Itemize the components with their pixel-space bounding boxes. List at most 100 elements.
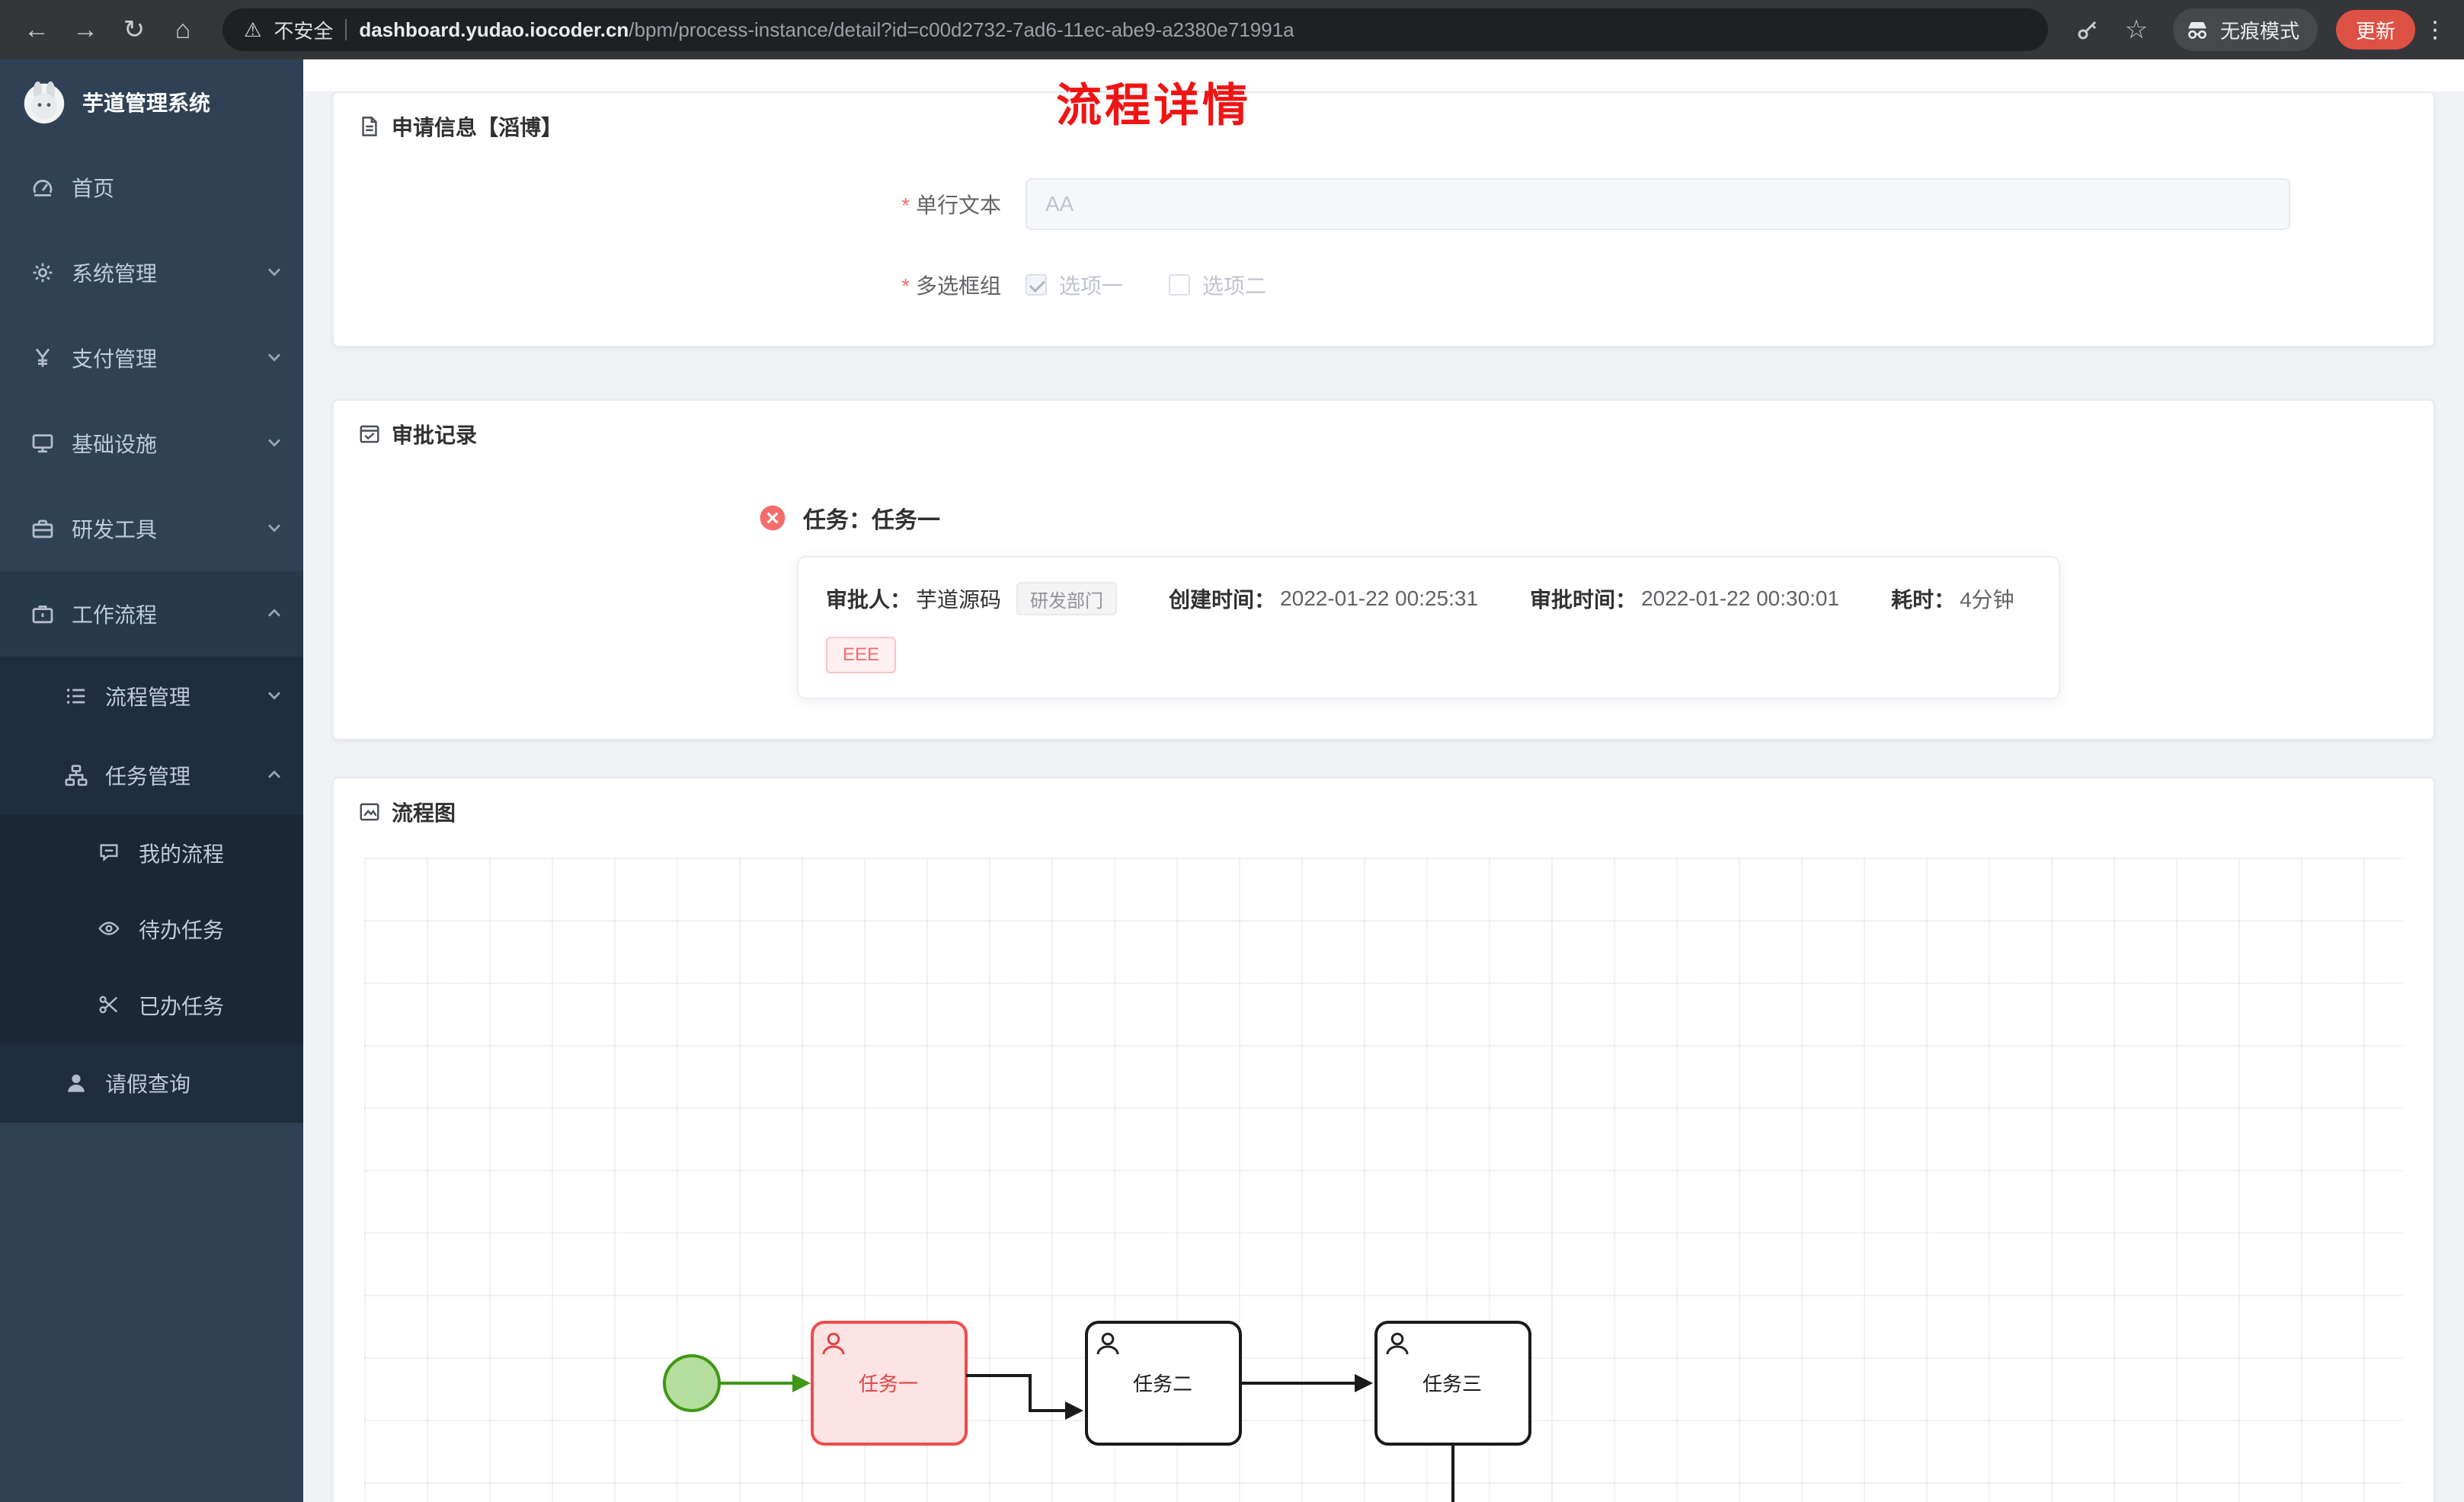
yen-icon — [30, 346, 55, 370]
app-logo-row[interactable]: 芋道管理系统 — [0, 59, 303, 145]
sidebar-item-infra[interactable]: 基础设施 — [0, 401, 303, 486]
dashboard-icon — [30, 175, 55, 200]
sidebar-item-task-mgmt[interactable]: 任务管理 — [0, 736, 303, 815]
user-task-icon — [1386, 1332, 1409, 1355]
main-content: 流程详情 申请信息【滔博】 *单行文本 *多选框组 选项一 — [303, 59, 2464, 1502]
reload-icon[interactable]: ↻ — [123, 15, 146, 44]
bpmn-start-event[interactable] — [663, 1354, 721, 1412]
approve-time-field: 审批时间： 2022-01-22 00:30:01 — [1530, 586, 1840, 612]
warning-icon: ⚠ — [244, 18, 262, 41]
bpmn-flow-task2-task3 — [1240, 1374, 1373, 1392]
sidebar-item-workflow[interactable]: 工作流程 — [0, 571, 303, 657]
bpmn-task-2[interactable]: 任务二 — [1085, 1321, 1242, 1446]
sidebar-item-done-tasks[interactable]: 已办任务 — [0, 967, 303, 1043]
sidebar-item-process-mgmt[interactable]: 流程管理 — [0, 657, 303, 736]
rejected-status-icon — [759, 504, 786, 532]
bpmn-task-1-label: 任务一 — [859, 1373, 918, 1395]
chevron-up-icon — [267, 763, 282, 788]
sidebar-item-my-process[interactable]: 我的流程 — [0, 815, 303, 891]
update-label: 更新 — [2355, 19, 2395, 43]
user-task-icon — [822, 1332, 845, 1355]
sidebar-item-label: 支付管理 — [72, 347, 158, 371]
sidebar-item-label: 已办任务 — [139, 995, 225, 1018]
required-star: * — [901, 193, 910, 217]
sidebar-item-home[interactable]: 首页 — [0, 145, 303, 230]
bpmn-task-3[interactable]: 任务三 — [1374, 1321, 1531, 1446]
sidebar-item-label: 请假查询 — [105, 1072, 191, 1096]
incognito-icon — [2185, 18, 2210, 42]
process-diagram-title: 流程图 — [392, 801, 456, 825]
sidebar-item-payment[interactable]: 支付管理 — [0, 315, 303, 401]
sidebar: 芋道管理系统 首页 系统管理 支付管理 基础设施 研发工具 — [0, 59, 303, 1502]
duration-field: 耗时： 4分钟 — [1891, 583, 2014, 614]
top-strip — [303, 59, 2464, 91]
process-diagram-header: 流程图 — [334, 778, 2434, 845]
menu-dots-icon[interactable]: ⋮ — [2424, 17, 2446, 43]
sidebar-item-devtools[interactable]: 研发工具 — [0, 486, 303, 571]
chevron-down-icon — [267, 431, 282, 455]
form-row-text: *单行文本 — [334, 178, 2434, 230]
sidebar-item-label: 工作流程 — [72, 603, 158, 627]
approval-records-header: 审批记录 — [334, 401, 2434, 468]
sidebar-item-todo-tasks[interactable]: 待办任务 — [0, 891, 303, 967]
chevron-down-icon — [267, 346, 282, 370]
chevron-down-icon — [267, 516, 282, 541]
browser-toolbar: ← → ↻ ⌂ ⚠ 不安全 dashboard.yudao.iocoder.cn… — [0, 0, 2464, 59]
workflow-submenu: 流程管理 任务管理 我的流程 待办任务 已办任务 — [0, 657, 303, 1123]
chevron-down-icon — [267, 684, 282, 708]
approver-name: 芋道源码 — [916, 588, 1002, 612]
sidebar-item-system[interactable]: 系统管理 — [0, 230, 303, 315]
approval-records-card: 审批记录 任务：任务一 审批人： 芋道源码 研发部门 创建时间： — [332, 399, 2435, 740]
app-title: 芋道管理系统 — [82, 91, 211, 115]
scissors-icon — [98, 993, 122, 1018]
bpmn-task-1[interactable]: 任务一 — [811, 1321, 968, 1446]
field-label: *单行文本 — [901, 193, 1001, 217]
apply-info-card: 申请信息【滔博】 *单行文本 *多选框组 选项一 选项二 — [332, 91, 2435, 347]
task-title: 任务：任务一 — [803, 508, 940, 533]
chevron-down-icon — [267, 260, 282, 285]
user-task-icon — [1096, 1332, 1119, 1355]
briefcase-icon — [30, 602, 55, 626]
sidebar-item-label: 研发工具 — [72, 518, 158, 542]
home-icon[interactable]: ⌂ — [174, 14, 191, 44]
sidebar-item-label: 首页 — [72, 177, 115, 200]
diagram-icon — [358, 801, 381, 823]
document-icon — [358, 115, 381, 138]
toolbox-icon — [30, 516, 55, 541]
comment-tag: EEE — [826, 637, 897, 673]
bpmn-canvas[interactable]: 任务一 任务二 — [364, 858, 2403, 1502]
checkbox-checked-icon — [1026, 274, 1047, 296]
list-icon — [64, 684, 88, 708]
incognito-label: 无痕模式 — [2219, 19, 2299, 43]
sidebar-item-label: 系统管理 — [72, 262, 158, 286]
apply-info-title: 申请信息【滔博】 — [392, 116, 563, 139]
url-domain: dashboard.yudao.iocoder.cn — [359, 18, 629, 41]
chat-icon — [98, 841, 122, 865]
chevron-up-icon — [267, 602, 282, 626]
update-button[interactable]: 更新 — [2335, 10, 2415, 50]
single-line-text-input — [1026, 178, 2290, 230]
process-diagram-card: 流程图 任务一 — [332, 777, 2435, 1502]
approve-time-value: 2022-01-22 00:30:01 — [1641, 586, 1840, 610]
incognito-badge: 无痕模式 — [2172, 8, 2318, 51]
star-icon[interactable]: ☆ — [2124, 15, 2149, 44]
bpmn-task-3-label: 任务三 — [1422, 1373, 1482, 1395]
key-icon[interactable] — [2066, 8, 2109, 51]
dept-tag: 研发部门 — [1016, 582, 1118, 615]
sidebar-item-leave-query[interactable]: 请假查询 — [0, 1043, 303, 1123]
forward-icon[interactable]: → — [72, 14, 98, 44]
address-bar[interactable]: ⚠ 不安全 dashboard.yudao.iocoder.cn/bpm/pro… — [222, 8, 2048, 51]
timeline-item: 任务：任务一 — [759, 501, 2434, 535]
form-row-checkbox: *多选框组 选项一 选项二 — [334, 270, 2434, 300]
url-text: dashboard.yudao.iocoder.cn/bpm/process-i… — [359, 18, 1294, 42]
security-label: 不安全 — [274, 19, 334, 43]
apply-info-header: 申请信息【滔博】 — [334, 93, 2434, 160]
back-icon[interactable]: ← — [24, 14, 50, 44]
sidebar-item-label: 我的流程 — [139, 842, 225, 866]
page-title: 流程详情 — [1056, 80, 1251, 131]
sidebar-item-label: 任务管理 — [105, 765, 191, 788]
url-path: /bpm/process-instance/detail?id=c00d2732… — [629, 18, 1294, 41]
duration-value: 4分钟 — [1960, 588, 2014, 612]
user-icon — [64, 1071, 88, 1095]
gear-icon — [30, 260, 55, 285]
